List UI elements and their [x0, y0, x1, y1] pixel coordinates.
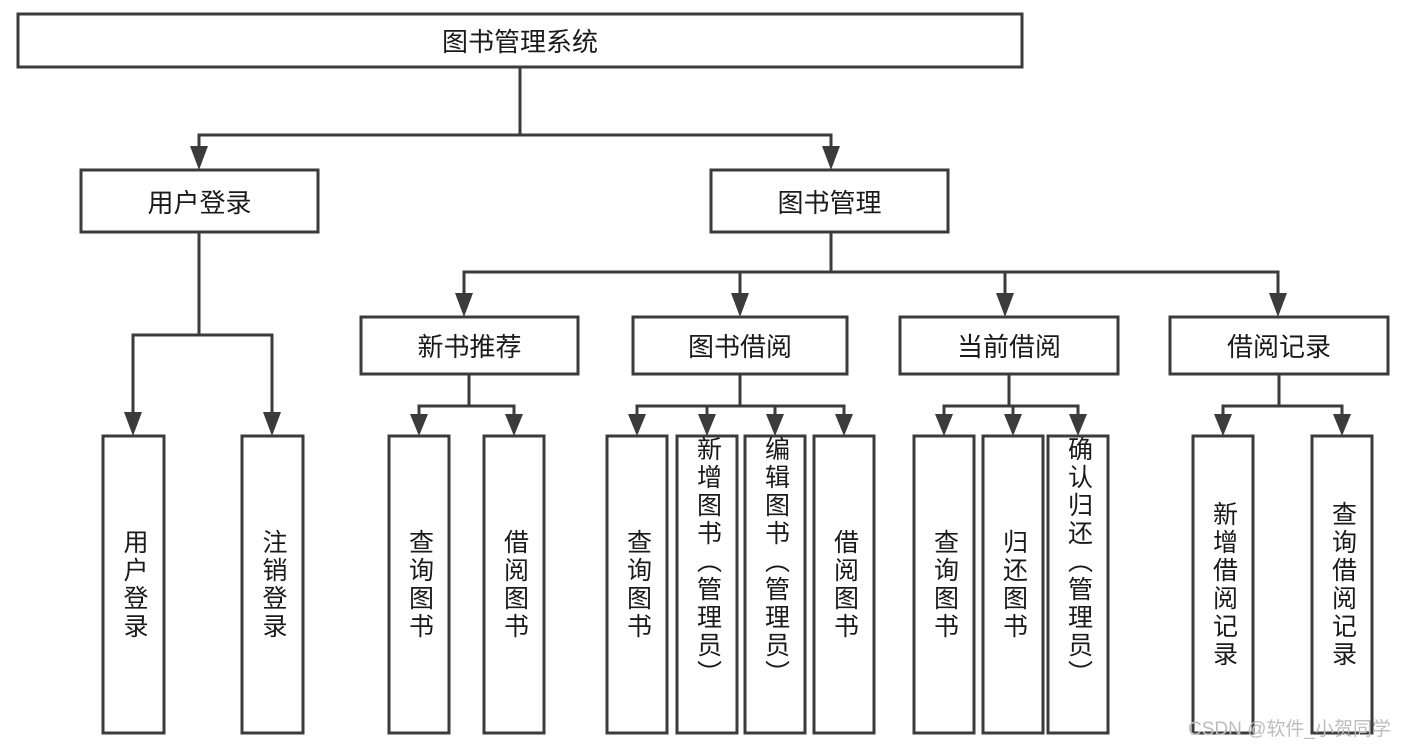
arrow-head-borrow-record	[1269, 293, 1287, 317]
connector-root-to-level2	[190, 65, 840, 170]
node-box-book-borrow[interactable]	[631, 315, 849, 376]
arrow-head-leaf-borrow-book-1	[505, 414, 523, 436]
node-box-leaf-confirm-return[interactable]	[1046, 434, 1110, 735]
node-box-leaf-user-login[interactable]	[101, 434, 166, 735]
connector-borrowrecord-to-leaves	[1214, 372, 1351, 436]
node-box-current-borrow[interactable]	[898, 315, 1120, 376]
arrow-head-leaf-return-book	[1004, 414, 1022, 436]
node-box-leaf-add-book[interactable]	[675, 434, 739, 735]
connector-userlogin-to-leaves	[124, 230, 281, 436]
node-box-leaf-query-book-3[interactable]	[912, 434, 976, 735]
arrow-head-leaf-query-book-3	[935, 414, 953, 436]
arrow-head-leaf-edit-book	[766, 414, 784, 436]
node-box-leaf-add-record[interactable]	[1191, 434, 1255, 735]
connector-newbook-to-leaves	[410, 372, 523, 436]
arrow-head-leaf-borrow-book-2	[835, 414, 853, 436]
node-box-leaf-query-record[interactable]	[1310, 434, 1374, 735]
arrow-head-new-book-recommend	[455, 293, 473, 317]
arrow-head-book-borrow	[731, 293, 749, 317]
arrow-head-leaf-query-book-1	[410, 414, 428, 436]
arrow-head-leaf-add-record	[1214, 414, 1232, 436]
node-box-leaf-user-logout[interactable]	[240, 434, 305, 735]
node-box-leaf-query-book-2[interactable]	[605, 434, 669, 735]
node-box-leaf-query-book-1[interactable]	[387, 434, 451, 735]
arrow-head-book-manage	[822, 146, 840, 170]
connector-bookmanage-to-level3	[455, 230, 1287, 317]
node-box-borrow-record[interactable]	[1168, 315, 1390, 376]
node-box-leaf-return-book[interactable]	[981, 434, 1045, 735]
arrow-head-leaf-query-book-2	[628, 414, 646, 436]
node-box-leaf-edit-book[interactable]	[743, 434, 807, 735]
node-box-leaf-borrow-book-1[interactable]	[482, 434, 546, 735]
arrow-head-leaf-confirm-return	[1069, 414, 1087, 436]
arrow-head-leaf-user-logout	[263, 412, 281, 436]
node-box-new-book-recommend[interactable]	[359, 315, 580, 376]
connector-bookborrow-to-leaves	[628, 372, 853, 436]
arrow-head-leaf-user-login	[124, 412, 142, 436]
arrow-head-user-login	[190, 146, 208, 170]
arrow-head-current-borrow	[996, 293, 1014, 317]
node-box-book-manage[interactable]	[709, 168, 950, 234]
node-box-leaf-borrow-book-2[interactable]	[812, 434, 876, 735]
csdn-watermark: CSDN @软件_小贺同学	[1188, 719, 1391, 740]
node-box-root[interactable]	[16, 12, 1024, 69]
connector-currentborrow-to-leaves	[935, 372, 1087, 436]
arrow-head-leaf-add-book	[698, 414, 716, 436]
node-box-user-login[interactable]	[79, 168, 320, 234]
arrow-head-leaf-query-record	[1333, 414, 1351, 436]
